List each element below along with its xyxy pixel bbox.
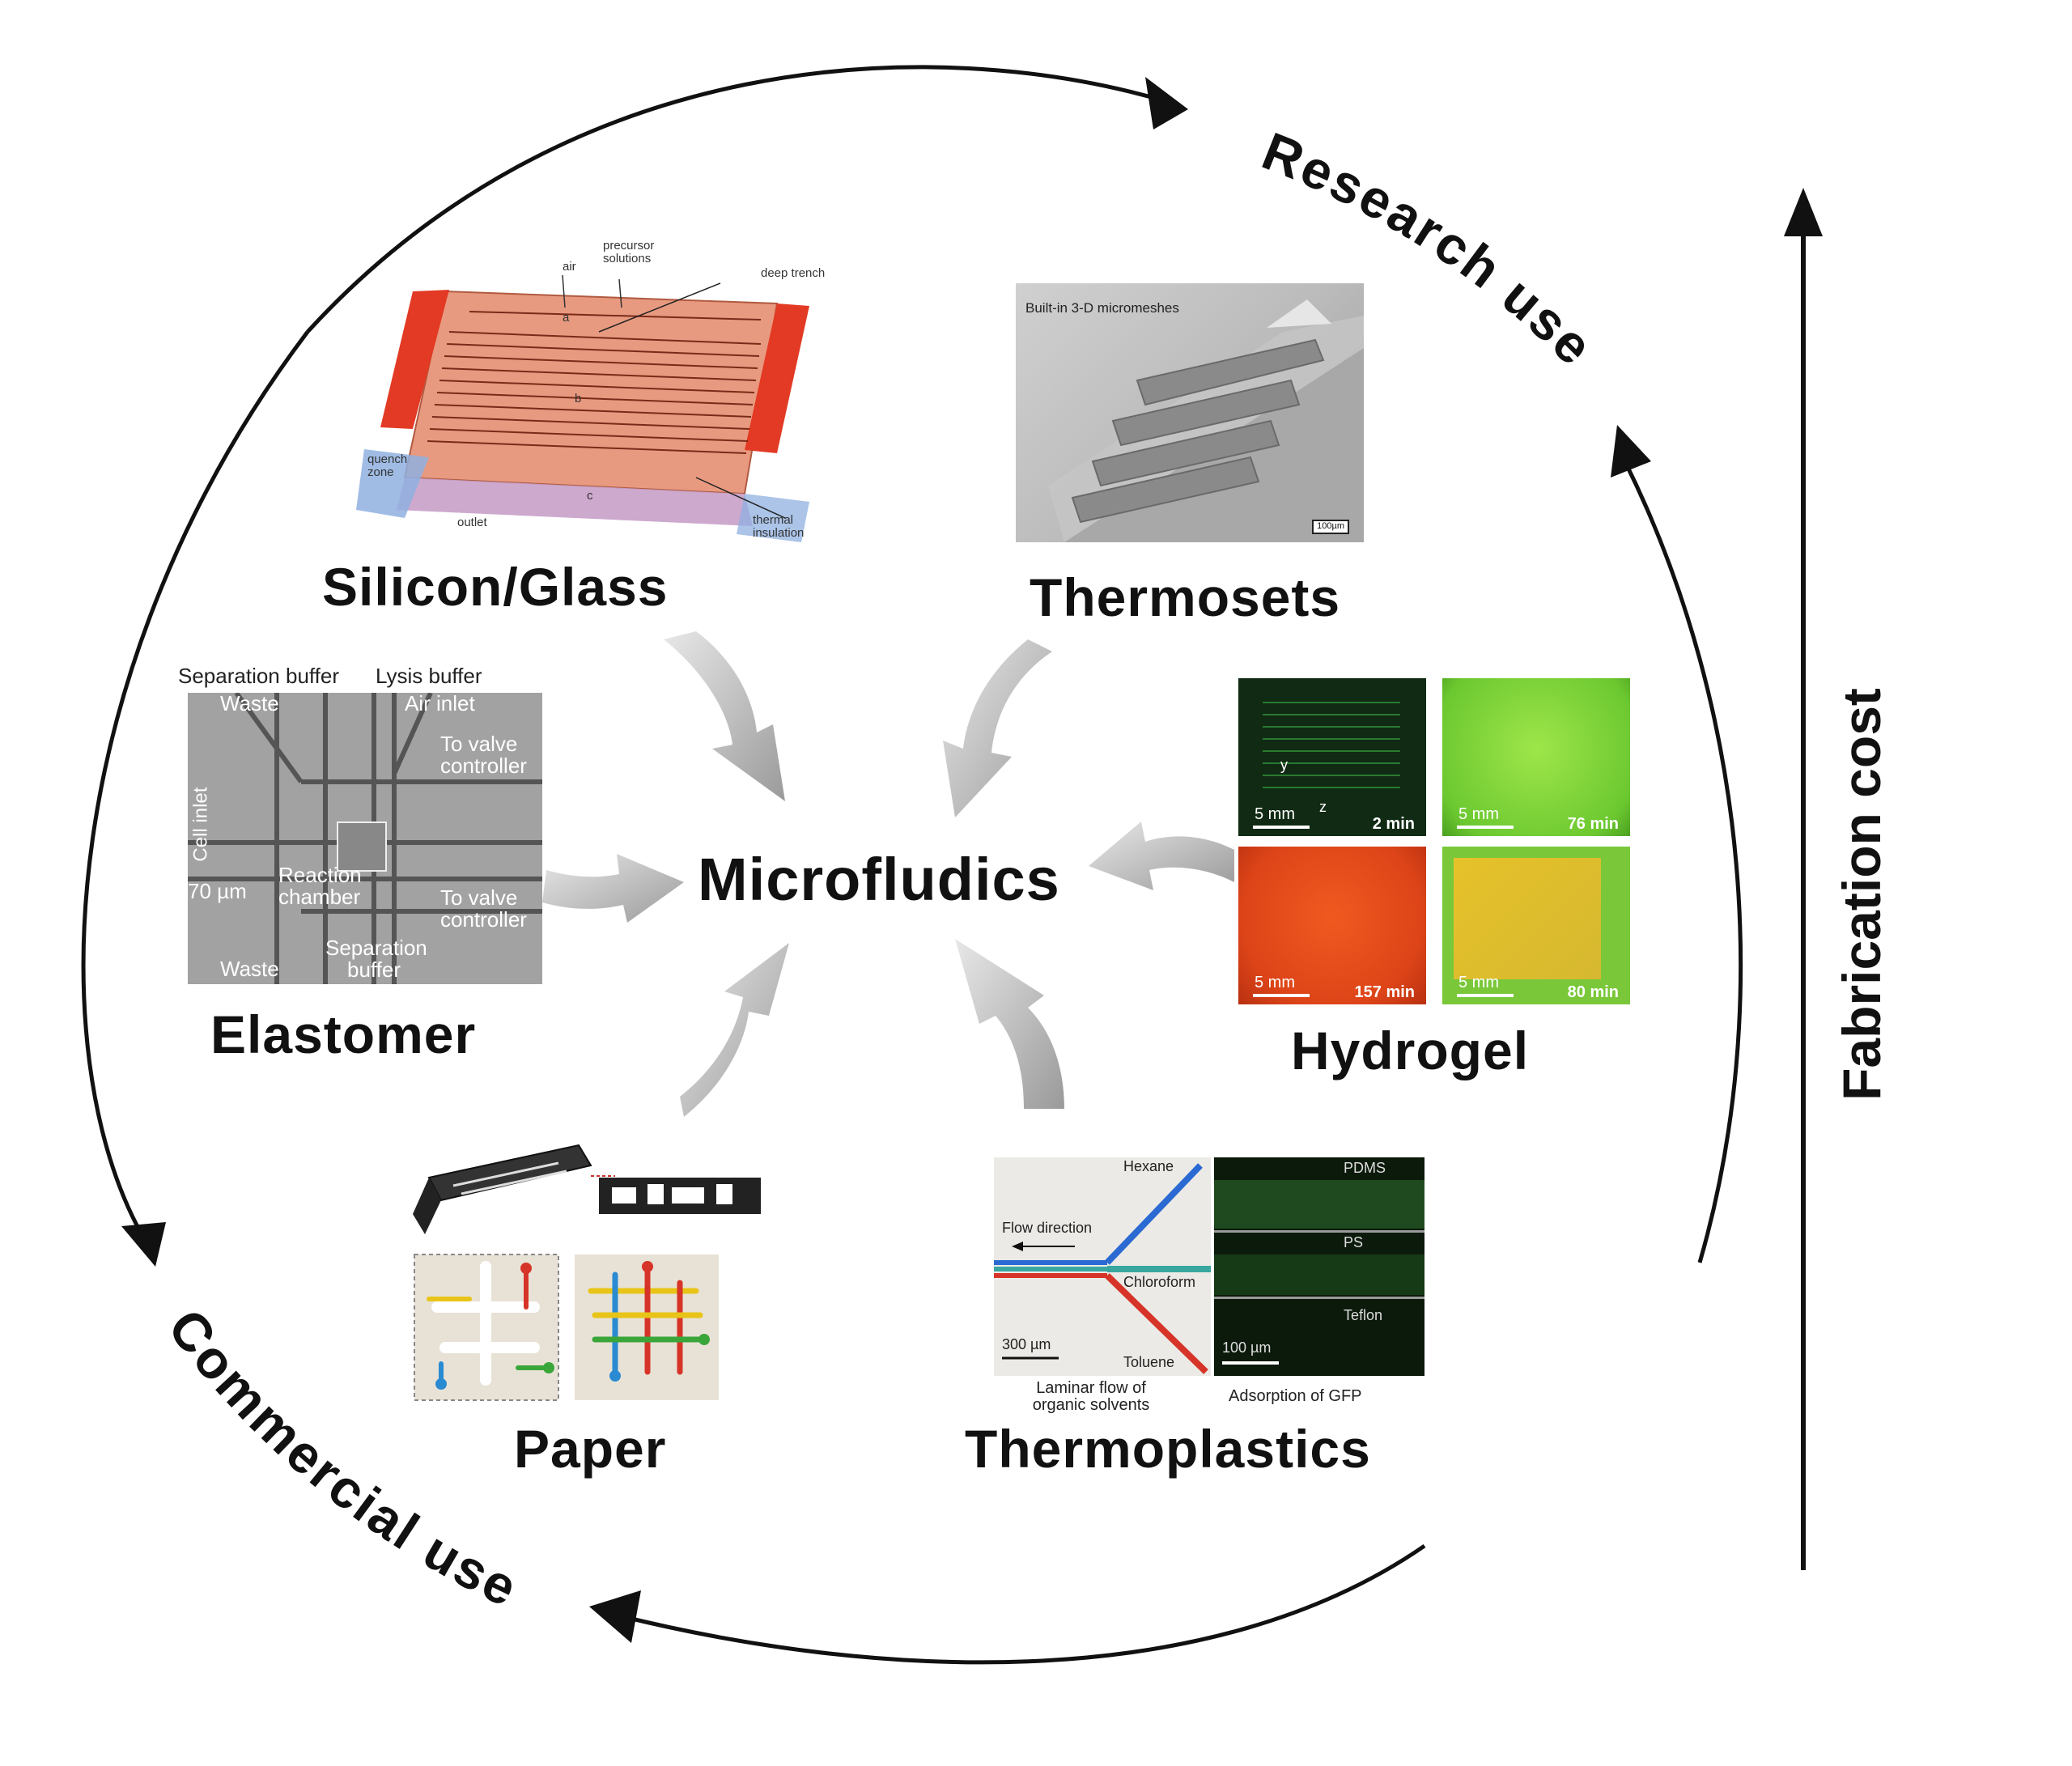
el-lysis-buffer: Lysis buffer [376,664,482,688]
inward-arrow-paper [680,943,789,1117]
thermoplastics-laminar-flow: Hexane Flow direction Chloroform Toluene… [994,1157,1211,1376]
tp-scale-right-bar [1222,1361,1279,1365]
cycle-arc-left [81,330,309,1236]
hg-scale-bar-1 [1253,826,1310,829]
elastomer-label: Elastomer [210,1004,477,1064]
inward-arrow-hydrogel [1089,821,1234,890]
hydrogel-label: Hydrogel [1291,1021,1530,1080]
hg-time-1: 2 min [1372,815,1415,833]
hg-axis-z: z [1319,799,1327,815]
sg-precursor: precursor solutions [603,239,655,265]
sg-deep-trench: deep trench [761,266,826,280]
sg-thermal: thermal insulation [753,513,805,540]
sg-air: air [563,260,576,274]
el-reaction: Reaction chamber [278,863,362,910]
cycle-arrowhead-left [121,1222,166,1267]
el-to-valve-2: To valve controller [440,885,527,932]
paper-label: Paper [514,1419,667,1479]
hg-scale-3: 5 mm [1255,974,1295,991]
tp-flow: Flow direction [1002,1220,1093,1236]
fabrication-cost-label: Fabrication cost [1832,688,1892,1101]
cycle-arc-right [1624,464,1743,1263]
tp-scale-right: 100 µm [1222,1339,1272,1356]
hydrogel-tile-4: 5 mm 80 min [1442,847,1630,1004]
inward-arrow-thermosets [943,639,1052,817]
tp-scale-left: 300 µm [1002,1336,1051,1352]
sg-outlet: outlet [457,516,487,529]
el-cell-inlet: Cell inlet [189,787,212,862]
silicon-glass-chip-illustration [356,274,809,542]
el-separation-bottom: Separation buffer [325,936,427,983]
tp-ps: PS [1344,1234,1364,1250]
inward-arrow-elastomer [542,854,684,923]
cycle-arrowhead-top [1145,77,1188,129]
el-separation-top: Separation buffer [178,664,339,688]
hg-scale-1: 5 mm [1255,805,1295,823]
hg-scale-bar-4 [1457,994,1514,997]
hg-scale-4: 5 mm [1458,974,1499,991]
tp-chloroform: Chloroform [1123,1274,1196,1290]
silicon-glass-label: Silicon/Glass [322,557,669,617]
sg-zone-a: a [563,311,570,325]
hg-time-3: 157 min [1354,983,1415,1001]
tp-toluene: Toluene [1123,1354,1175,1370]
hg-axis-y: y [1280,757,1288,773]
el-waste-top: Waste [220,693,279,715]
el-to-valve-1: To valve controller [440,732,527,779]
hydrogel-tile-3: 5 mm 157 min [1238,847,1426,1004]
paper-device-illustration [405,1137,777,1404]
hydrogel-tile-1: y z 5 mm 2 min [1238,678,1426,836]
hg-scale-2: 5 mm [1458,805,1499,823]
elastomer-micrograph: Waste Air inlet To valve controller Cell… [188,693,542,984]
hg-scale-bar-3 [1253,994,1310,997]
fabrication-cost-arrowhead [1784,188,1823,236]
tp-hexane: Hexane [1123,1158,1174,1174]
el-size: 70 µm [188,879,247,903]
el-waste-bottom: Waste [220,957,279,981]
hg-time-2: 76 min [1567,815,1619,833]
cycle-arrowhead-right [1611,425,1651,478]
sg-zone-b: b [575,392,582,405]
sg-quench: quench zone [367,452,408,479]
tp-left-caption: Laminar flow of organic solvents [1032,1379,1150,1414]
cycle-arrowhead-bottom [589,1590,641,1643]
thermoplastics-gfp-adsorption: PDMS PS Teflon 100 µm [1214,1157,1424,1376]
cycle-arc-top [306,65,1166,333]
sg-zone-c: c [587,489,593,503]
tp-pdms: PDMS [1344,1160,1386,1176]
silicon-glass-panel: air precursor solutions deep trench quen… [356,235,858,558]
hydrogel-grid: y z 5 mm 2 min 5 mm 76 min 5 mm 157 min … [1238,678,1635,1005]
inward-arrow-silicon [664,631,785,801]
tp-right-caption: Adsorption of GFP [1229,1387,1362,1405]
thermosets-caption: Built-in 3-D micromeshes [1025,300,1179,316]
thermosets-scale: 100µm [1312,520,1349,534]
inward-arrow-thermoplastics [955,939,1064,1109]
microfluidics-title: Microfludics [698,846,1060,913]
thermosets-label: Thermosets [1030,567,1341,627]
el-air-inlet: Air inlet [405,693,475,715]
thermosets-sem-image: Built-in 3-D micromeshes 100µm [1016,283,1364,542]
thermoplastics-label: Thermoplastics [965,1419,1371,1479]
hg-time-4: 80 min [1567,983,1619,1001]
hg-scale-bar-2 [1457,826,1514,829]
cycle-arc-bottom [614,1543,1426,1665]
hydrogel-tile-2: 5 mm 76 min [1442,678,1630,836]
tp-teflon: Teflon [1344,1307,1383,1323]
